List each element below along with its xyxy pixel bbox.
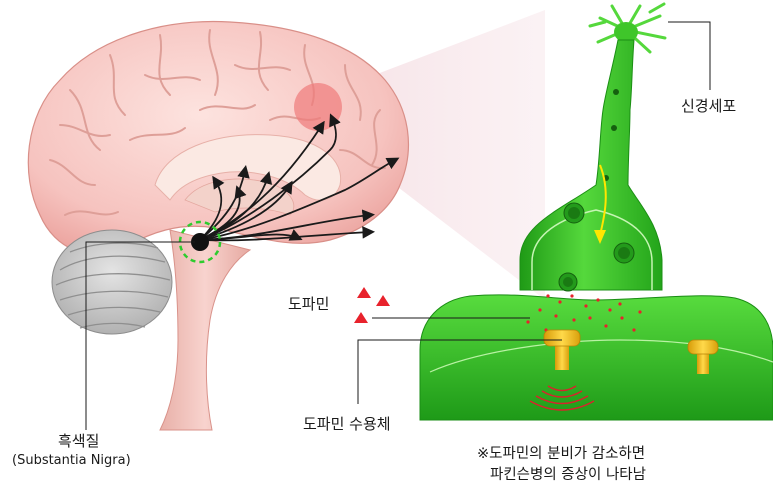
brainstem [159, 229, 252, 431]
note-line-1: ※도파민의 분비가 감소하면 [477, 446, 646, 462]
neuron-leader-line [668, 21, 711, 90]
released-dopamine-particles [526, 294, 642, 332]
postsynaptic-cell [419, 294, 773, 421]
dopamine-pathways [199, 113, 400, 242]
substantia-nigra-english-label: (Substantia Nigra) [12, 453, 131, 468]
substantia-leader-line [85, 241, 195, 430]
dopamine-molecules [354, 287, 390, 323]
cerebrum [27, 20, 410, 256]
dopamine-receptor-1 [543, 329, 581, 370]
dopamine-label: 도파민 [288, 295, 330, 313]
substantia-nigra-dot [191, 233, 209, 251]
substantia-nigra-highlight [178, 220, 222, 264]
synaptic-vesicles [558, 202, 635, 292]
neuron-label: 신경세포 [681, 97, 737, 115]
brain-folds [49, 29, 386, 216]
receptor-leader-line [357, 339, 562, 404]
substantia-nigra-label: 흑색질 [58, 432, 100, 450]
neuron [519, 2, 667, 292]
cerebellum [51, 229, 173, 335]
receptor-label: 도파민 수용체 [303, 415, 391, 433]
note-line-2: 파킨슨병의 증상이 나타남 [490, 467, 646, 483]
receptor-signal-ripples [529, 385, 595, 411]
dopamine-receptor-2 [687, 339, 719, 374]
